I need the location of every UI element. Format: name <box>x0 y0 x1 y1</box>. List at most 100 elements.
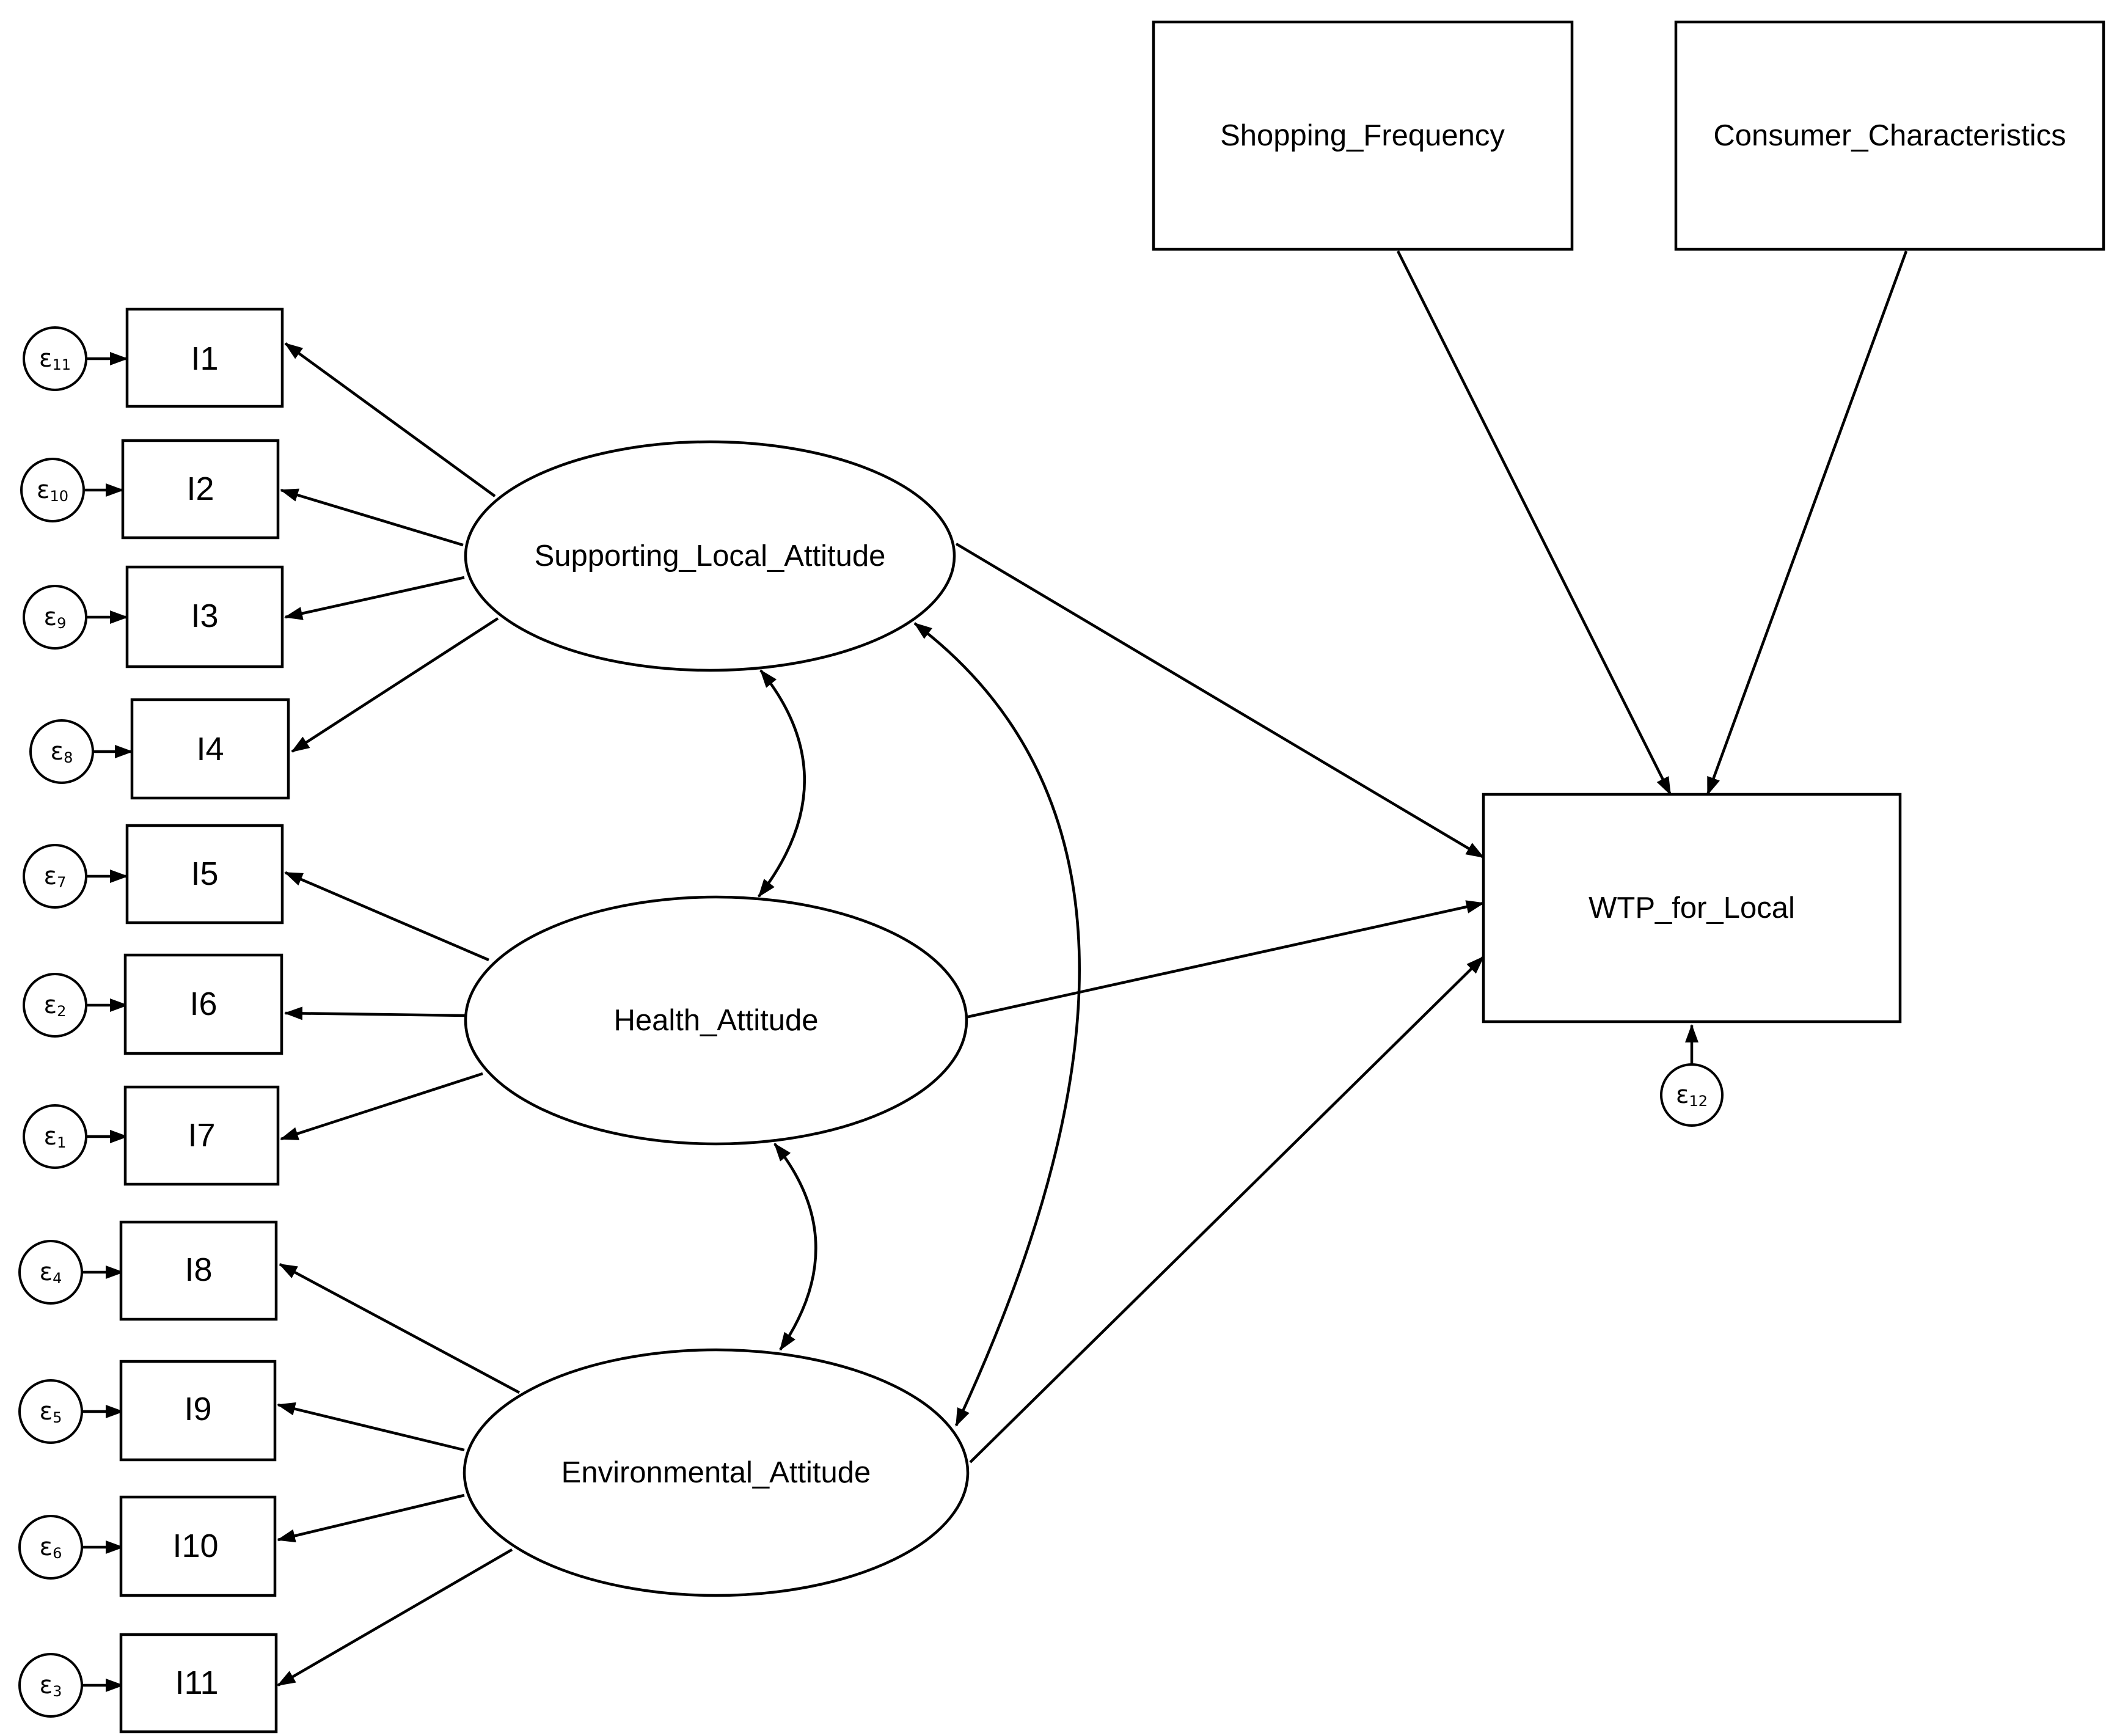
indicator-i8[interactable]: I8 <box>119 1220 278 1321</box>
path-edge-ha-wtp <box>965 900 1485 1019</box>
epsilon-symbol: ε <box>44 862 57 890</box>
epsilon-symbol: ε <box>1676 1081 1689 1109</box>
loading-edge-ea-i8 <box>279 1263 521 1394</box>
svg-text:ε3: ε3 <box>40 1671 62 1700</box>
node-label: I3 <box>191 598 218 634</box>
indicator-i10[interactable]: I10 <box>119 1495 277 1597</box>
svg-text:ε10: ε10 <box>37 476 68 505</box>
node-label: I5 <box>191 855 218 892</box>
epsilon-symbol: ε <box>40 1671 53 1699</box>
svg-text:ε1: ε1 <box>44 1123 67 1151</box>
epsilon-symbol: ε <box>39 345 53 373</box>
latent-factor-supporting-local-attitude[interactable]: Supporting_Local_Attitude <box>464 440 956 672</box>
error-index: 5 <box>53 1409 62 1426</box>
error-term-i7: ε1 <box>23 1104 87 1169</box>
error-index: 11 <box>53 356 71 373</box>
path-edge-ea-wtp <box>969 956 1485 1463</box>
node-label: I9 <box>184 1391 211 1427</box>
error-index: 12 <box>1689 1093 1708 1110</box>
node-label: Shopping_Frequency <box>1220 119 1505 152</box>
error-index: 1 <box>57 1134 66 1151</box>
node-label: I11 <box>175 1665 218 1701</box>
error-index: 2 <box>57 1003 66 1020</box>
epsilon-symbol: ε <box>40 1258 53 1286</box>
epsilon-symbol: ε <box>44 991 57 1019</box>
error-term-i10: ε6 <box>18 1515 83 1580</box>
observed-predictor-shopping-frequency[interactable]: Shopping_Frequency <box>1152 20 1574 251</box>
epsilon-symbol: ε <box>51 738 64 766</box>
error-term-i1: ε11 <box>23 326 87 391</box>
indicator-i4[interactable]: I4 <box>130 698 290 800</box>
epsilon-symbol: ε <box>44 1123 57 1151</box>
node-label: I7 <box>188 1117 215 1154</box>
node-label: Environmental_Attitude <box>561 1456 871 1489</box>
indicator-i2[interactable]: I2 <box>121 439 280 540</box>
svg-text:ε4: ε4 <box>40 1258 62 1287</box>
error-index: 8 <box>64 749 73 766</box>
svg-text:ε12: ε12 <box>1676 1081 1708 1110</box>
error-index: 7 <box>57 874 66 891</box>
node-label: I8 <box>185 1251 212 1288</box>
epsilon-symbol: ε <box>37 476 50 504</box>
node-label: I6 <box>189 986 217 1022</box>
node-label: Health_Attitude <box>613 1004 818 1037</box>
error-term-i11: ε3 <box>18 1653 83 1718</box>
epsilon-symbol: ε <box>40 1397 53 1426</box>
loading-edge-ea-i11 <box>277 1548 513 1687</box>
error-term-i8: ε4 <box>18 1240 83 1305</box>
loading-edge-sla-i3 <box>284 576 465 620</box>
indicator-i11[interactable]: I11 <box>119 1633 278 1734</box>
indicator-i1[interactable]: I1 <box>125 307 284 408</box>
node-label: Consumer_Characteristics <box>1713 119 2066 152</box>
node-label: WTP_for_Local <box>1589 892 1795 925</box>
error-index: 6 <box>53 1545 62 1562</box>
svg-text:ε6: ε6 <box>40 1533 62 1562</box>
node-label: I2 <box>186 471 214 507</box>
error-index: 4 <box>53 1270 62 1287</box>
loading-edge-ha-i7 <box>280 1072 483 1141</box>
svg-text:ε8: ε8 <box>51 738 73 766</box>
error-term-i2: ε10 <box>20 458 85 522</box>
path-edge-sla-wtp <box>955 543 1485 859</box>
svg-text:ε7: ε7 <box>44 862 67 891</box>
path-edge-sf-wtp <box>1396 250 1672 796</box>
svg-text:ε9: ε9 <box>44 603 67 632</box>
loading-edge-ha-i5 <box>284 871 489 962</box>
indicator-i6[interactable]: I6 <box>123 953 283 1055</box>
indicator-i5[interactable]: I5 <box>125 824 284 925</box>
node-label: I4 <box>196 731 224 767</box>
latent-factor-health-attitude[interactable]: Health_Attitude <box>464 895 968 1146</box>
error-term-wtp: ε12 <box>1660 1063 1724 1127</box>
node-label: Supporting_Local_Attitude <box>535 540 886 573</box>
error-term-i5: ε7 <box>23 844 87 909</box>
indicator-i9[interactable]: I9 <box>119 1360 277 1462</box>
indicator-i7[interactable]: I7 <box>123 1085 280 1186</box>
error-index: 3 <box>53 1683 62 1700</box>
edges <box>82 250 1908 1692</box>
error-term-i9: ε5 <box>18 1379 83 1444</box>
indicator-i3[interactable]: I3 <box>125 565 284 668</box>
error-term-i6: ε2 <box>23 973 87 1038</box>
loading-edge-ea-i9 <box>277 1402 465 1452</box>
latent-factor-environmental-attitude[interactable]: Environmental_Attitude <box>463 1348 970 1597</box>
svg-text:ε11: ε11 <box>39 345 71 373</box>
error-index: 9 <box>57 615 66 632</box>
covariance-edge-ha-ea <box>773 1143 817 1351</box>
loading-edge-sla-i2 <box>280 488 464 547</box>
error-term-i3: ε9 <box>23 585 87 650</box>
error-term-i4: ε8 <box>29 719 94 784</box>
covariance-edge-sla-ea <box>913 622 1081 1427</box>
node-label: I10 <box>172 1528 218 1564</box>
covariance-edge-sla-ha <box>758 669 806 898</box>
outcome-wtp-for-local[interactable]: WTP_for_Local <box>1482 793 1902 1024</box>
node-label: I1 <box>191 340 218 377</box>
loading-edge-ea-i10 <box>277 1493 465 1543</box>
loading-edge-ha-i6 <box>284 1006 466 1020</box>
loading-edge-sla-i1 <box>284 342 496 497</box>
svg-text:ε5: ε5 <box>40 1397 62 1426</box>
loading-edge-sla-i4 <box>291 617 499 753</box>
error-index: 10 <box>50 488 69 505</box>
observed-predictor-consumer-characteristics[interactable]: Consumer_Characteristics <box>1674 20 2105 251</box>
epsilon-symbol: ε <box>40 1533 53 1561</box>
